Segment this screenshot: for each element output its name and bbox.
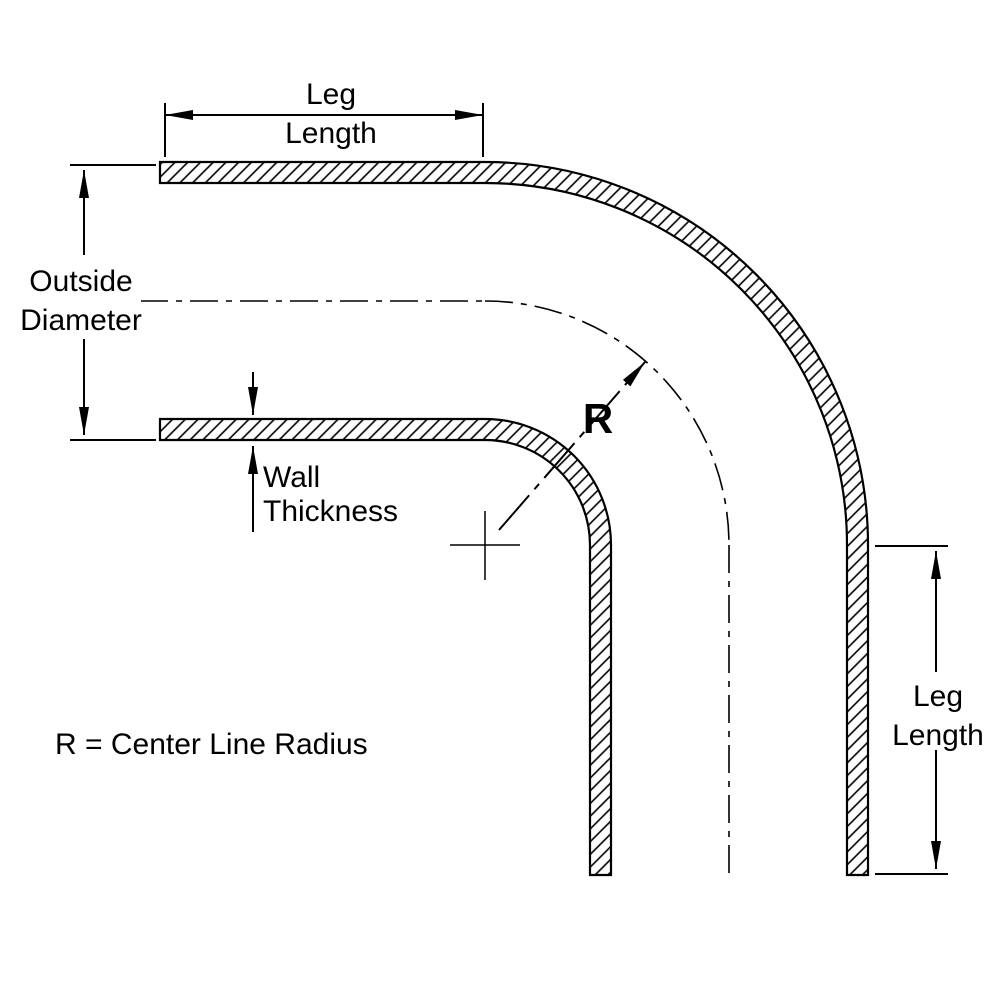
top-dim-label-line2: Length — [285, 117, 377, 150]
right-dim-label-backing — [893, 672, 985, 750]
radius-arrow — [498, 361, 646, 531]
top-dimension — [164, 103, 484, 157]
centerline-arc — [484, 300, 730, 546]
od-label-line2: Diameter — [20, 304, 142, 337]
wall-thk-label-line1: Wall — [263, 461, 320, 494]
tube-walls — [158, 160, 870, 877]
od-label-line1: Outside — [29, 265, 132, 298]
radius-label: R — [583, 395, 613, 442]
centerline-group — [140, 300, 730, 878]
right-dim-label-line1: Leg — [913, 680, 963, 713]
right-dim-label-line2: Length — [892, 719, 984, 752]
od-label-backing — [23, 255, 141, 339]
bend-center-cross — [450, 511, 520, 580]
outer-wall-band — [158, 160, 870, 877]
legend-text: R = Center Line Radius — [55, 728, 368, 761]
wall-thk-label-line2: Thickness — [263, 495, 398, 528]
top-dim-label-line1: Leg — [306, 78, 356, 111]
inner-wall-band — [158, 417, 613, 877]
